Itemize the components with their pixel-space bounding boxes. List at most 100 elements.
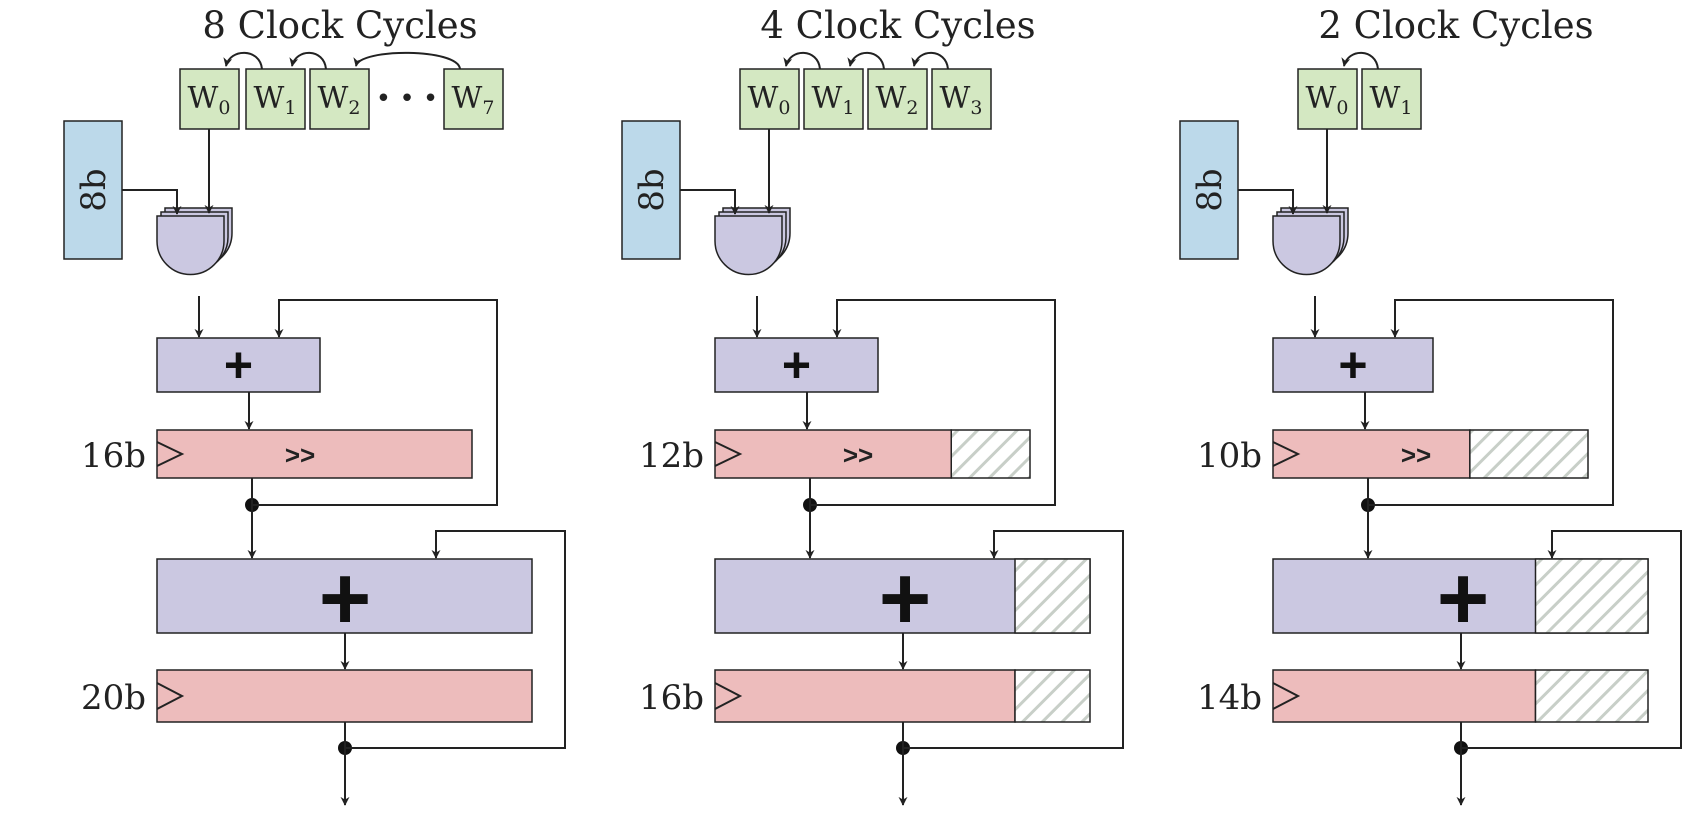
weight-box <box>179 68 240 130</box>
weight-register-1: W1 <box>803 68 864 130</box>
weight-letter: W <box>188 81 219 116</box>
weight-rotate-arrow <box>1341 51 1379 70</box>
weight-label: W2 <box>876 81 919 119</box>
output-adder-symbol: + <box>319 549 372 649</box>
weight-box <box>1297 68 1358 130</box>
weight-label: W1 <box>1370 81 1413 119</box>
panel-title: 2 Clock Cycles <box>1318 4 1593 47</box>
weight-letter: W <box>812 81 843 116</box>
input-activation-label: 8b <box>74 168 114 211</box>
weight-subscript: 2 <box>906 97 918 119</box>
weight-register-0: W0 <box>739 68 800 130</box>
shift-register <box>1272 429 1471 479</box>
weight-letter: W <box>1306 81 1337 116</box>
output-register-width-label: 14b <box>1197 678 1262 718</box>
weight-box <box>443 68 504 130</box>
weight-register-0: W0 <box>179 68 240 130</box>
shift-register-width-label: 10b <box>1197 436 1262 476</box>
weight-register-0: W0 <box>1297 68 1358 130</box>
weight-subscript: 0 <box>1336 97 1348 119</box>
panel-title: 8 Clock Cycles <box>202 4 477 47</box>
input-activation-box <box>621 120 681 260</box>
weight-box <box>245 68 306 130</box>
partial-adder <box>156 337 321 393</box>
weight-subscript: 0 <box>218 97 230 119</box>
output-register-unused-bits <box>1014 669 1091 723</box>
shift-register-width-label: 16b <box>81 436 146 476</box>
shift-register <box>714 429 952 479</box>
weight-box <box>739 68 800 130</box>
multiplier-array <box>156 215 225 276</box>
output-register-width-label: 20b <box>81 678 146 718</box>
output-register-unused-bits <box>1534 669 1649 723</box>
output-adder-unused-bits <box>1534 558 1649 634</box>
output-adder-symbol: + <box>1437 549 1490 649</box>
activation-to-multiplier-wire <box>1238 189 1298 215</box>
output-register <box>1272 669 1537 723</box>
weight-box <box>867 68 928 130</box>
weight-rotate-arrow <box>911 51 949 70</box>
weight-register-1: W1 <box>1361 68 1422 130</box>
accumulate-feedback-wire <box>1368 299 1614 506</box>
weight-ellipsis: • • • <box>376 84 439 114</box>
shift-symbol: >> <box>1401 440 1431 470</box>
weight-label: W3 <box>940 81 983 119</box>
output-register <box>714 669 1016 723</box>
partial-adder <box>714 337 879 393</box>
weight-letter: W <box>1370 81 1401 116</box>
weight-rotate-arrow <box>289 51 327 70</box>
weight-rotate-arrow <box>783 51 821 70</box>
weight-register-7: W7 <box>443 68 504 130</box>
weight-letter: W <box>876 81 907 116</box>
output-register-width-label: 16b <box>639 678 704 718</box>
weight-letter: W <box>748 81 779 116</box>
weight-label: W2 <box>318 81 361 119</box>
weight-register-1: W1 <box>245 68 306 130</box>
output-feedback-wire <box>903 530 1124 749</box>
panel-title: 4 Clock Cycles <box>760 4 1035 47</box>
accumulate-feedback-wire <box>810 299 1056 506</box>
shift-register-unused-bits <box>950 429 1031 479</box>
output-feedback-wire <box>345 530 566 749</box>
clock-triangle <box>1272 441 1301 467</box>
partial-adder-symbol: + <box>782 337 811 393</box>
weight-box <box>1361 68 1422 130</box>
weight-subscript: 7 <box>482 97 494 119</box>
accumulate-feedback-wire <box>252 299 498 506</box>
input-activation-label: 8b <box>1190 168 1230 211</box>
weight-letter: W <box>318 81 349 116</box>
output-adder-symbol: + <box>879 549 932 649</box>
clock-triangle <box>156 682 185 710</box>
weight-register-3: W3 <box>931 68 992 130</box>
shift-register-unused-bits <box>1469 429 1589 479</box>
output-adder <box>156 558 533 634</box>
output-register <box>156 669 533 723</box>
shift-register <box>156 429 473 479</box>
activation-to-multiplier-wire <box>680 189 740 215</box>
weight-subscript: 0 <box>778 97 790 119</box>
weight-label: W0 <box>188 81 231 119</box>
clock-triangle <box>714 441 743 467</box>
weight-subscript: 1 <box>284 97 296 119</box>
weight-rotate-arrow <box>353 51 461 70</box>
weight-subscript: 2 <box>348 97 360 119</box>
partial-adder-symbol: + <box>224 337 253 393</box>
multiplier-array <box>714 215 783 276</box>
weight-subscript: 3 <box>970 97 982 119</box>
weight-letter: W <box>940 81 971 116</box>
weight-label: W0 <box>748 81 791 119</box>
weight-rotate-arrow <box>847 51 885 70</box>
weight-rotate-arrow <box>223 51 263 70</box>
weight-register-2: W2 <box>867 68 928 130</box>
weight-label: W1 <box>254 81 297 119</box>
clock-triangle <box>714 682 743 710</box>
weight-box <box>803 68 864 130</box>
partial-adder <box>1272 337 1434 393</box>
weight-letter: W <box>452 81 483 116</box>
shift-symbol: >> <box>285 440 315 470</box>
